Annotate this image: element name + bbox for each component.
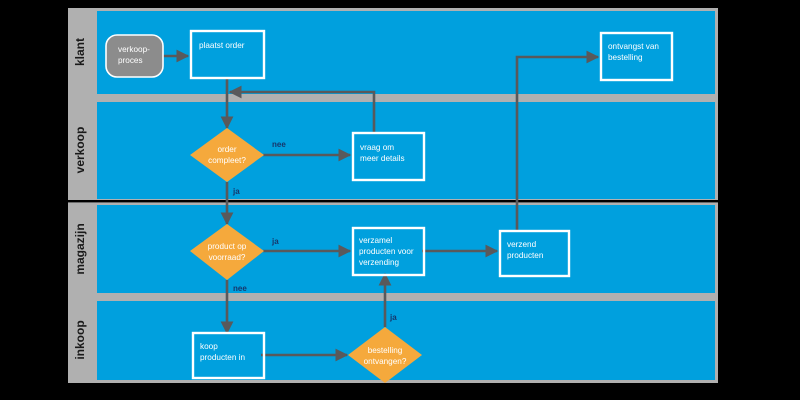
verkoopproces-shape[interactable] bbox=[105, 34, 164, 78]
product-op-voorraad-label-line1: product op bbox=[208, 242, 247, 251]
order-compleet-label-line2: compleet? bbox=[208, 156, 246, 165]
node-koop-producten-in[interactable]: koop producten in bbox=[191, 331, 266, 380]
plaatst-order-label-line1: plaatst order bbox=[199, 41, 245, 50]
plaatst-order-shape[interactable] bbox=[189, 29, 266, 80]
edge-verzend-producten-to-ontvangst-bestelling bbox=[515, 50, 600, 231]
bestelling-ontvangen-shape[interactable] bbox=[348, 327, 422, 383]
lane-label-verkoop: verkoop bbox=[73, 127, 87, 174]
verzend-producten-label-line1: verzend bbox=[507, 240, 537, 249]
ontvangst-bestelling-label-line2: bestelling bbox=[608, 53, 643, 62]
edge-label-order-compleet-ja: ja bbox=[232, 187, 240, 196]
node-product-op-voorraad[interactable]: product op voorraad? bbox=[190, 224, 264, 280]
verzamel-producten-label-line2: producten voor bbox=[359, 247, 414, 256]
lane-label-klant: klant bbox=[73, 38, 87, 66]
product-op-voorraad-label-line2: voorraad? bbox=[209, 253, 246, 262]
koop-producten-in-shape[interactable] bbox=[191, 331, 266, 380]
verzend-producten-label-line2: producten bbox=[507, 251, 544, 260]
verzamel-producten-shape[interactable] bbox=[351, 226, 426, 277]
order-compleet-shape[interactable] bbox=[190, 128, 264, 182]
lane-label-magazijn: magazijn bbox=[73, 223, 87, 274]
koop-producten-in-label-line1: koop bbox=[200, 342, 218, 351]
lane-divider-strong bbox=[68, 200, 718, 203]
edge-label-order-compleet-nee: nee bbox=[272, 140, 286, 149]
lane-header-magazijn: magazijn bbox=[73, 223, 87, 274]
node-verzamel-producten[interactable]: verzamel producten voor verzending bbox=[351, 226, 426, 277]
ontvangst-bestelling-label-line1: ontvangst van bbox=[608, 42, 659, 51]
edge-label-bestelling-ja: ja bbox=[389, 313, 397, 322]
lane-label-inkoop: inkoop bbox=[73, 320, 87, 359]
vraag-om-meer-details-label-line1: vraag om bbox=[360, 143, 394, 152]
verzend-producten-shape[interactable] bbox=[498, 229, 571, 278]
vraag-om-meer-details-label-line2: meer details bbox=[360, 154, 405, 163]
order-compleet-label-line1: order bbox=[217, 145, 236, 154]
edge-vraag-om-meer-details-to-plaatst-order bbox=[228, 85, 376, 133]
verzamel-producten-label-line3: verzending bbox=[359, 258, 400, 267]
koop-producten-in-label-line2: producten in bbox=[200, 353, 246, 362]
bestelling-ontvangen-label-line2: ontvangen? bbox=[364, 357, 407, 366]
lane-body-inkoop bbox=[97, 301, 715, 380]
lane-header-klant: klant bbox=[73, 38, 87, 66]
node-verzend-producten[interactable]: verzend producten bbox=[498, 229, 571, 278]
vraag-om-meer-details-shape[interactable] bbox=[351, 131, 426, 182]
edge-label-voorraad-nee: nee bbox=[233, 284, 247, 293]
node-order-compleet[interactable]: order compleet? bbox=[190, 128, 264, 182]
bestelling-ontvangen-label-line1: bestelling bbox=[368, 346, 403, 355]
lane-body-verkoop bbox=[97, 102, 715, 199]
lane-header-inkoop: inkoop bbox=[73, 320, 87, 359]
verkoopproces-label-line1: verkoop- bbox=[118, 45, 150, 54]
node-vraag-om-meer-details[interactable]: vraag om meer details bbox=[351, 131, 426, 182]
edge-label-voorraad-ja: ja bbox=[271, 237, 279, 246]
node-bestelling-ontvangen[interactable]: bestelling ontvangen? bbox=[348, 327, 422, 383]
verzamel-producten-label-line1: verzamel bbox=[359, 236, 392, 245]
node-ontvangst-bestelling[interactable]: ontvangst van bestelling bbox=[599, 31, 674, 82]
verkoopproces-label-line2: proces bbox=[118, 56, 143, 65]
lane-header-verkoop: verkoop bbox=[73, 127, 87, 174]
product-op-voorraad-shape[interactable] bbox=[190, 224, 264, 280]
node-plaatst-order[interactable]: plaatst order bbox=[189, 29, 266, 80]
ontvangst-bestelling-shape[interactable] bbox=[599, 31, 674, 82]
node-verkoopproces[interactable]: verkoop- proces bbox=[105, 34, 164, 78]
connector-layer bbox=[163, 49, 600, 362]
